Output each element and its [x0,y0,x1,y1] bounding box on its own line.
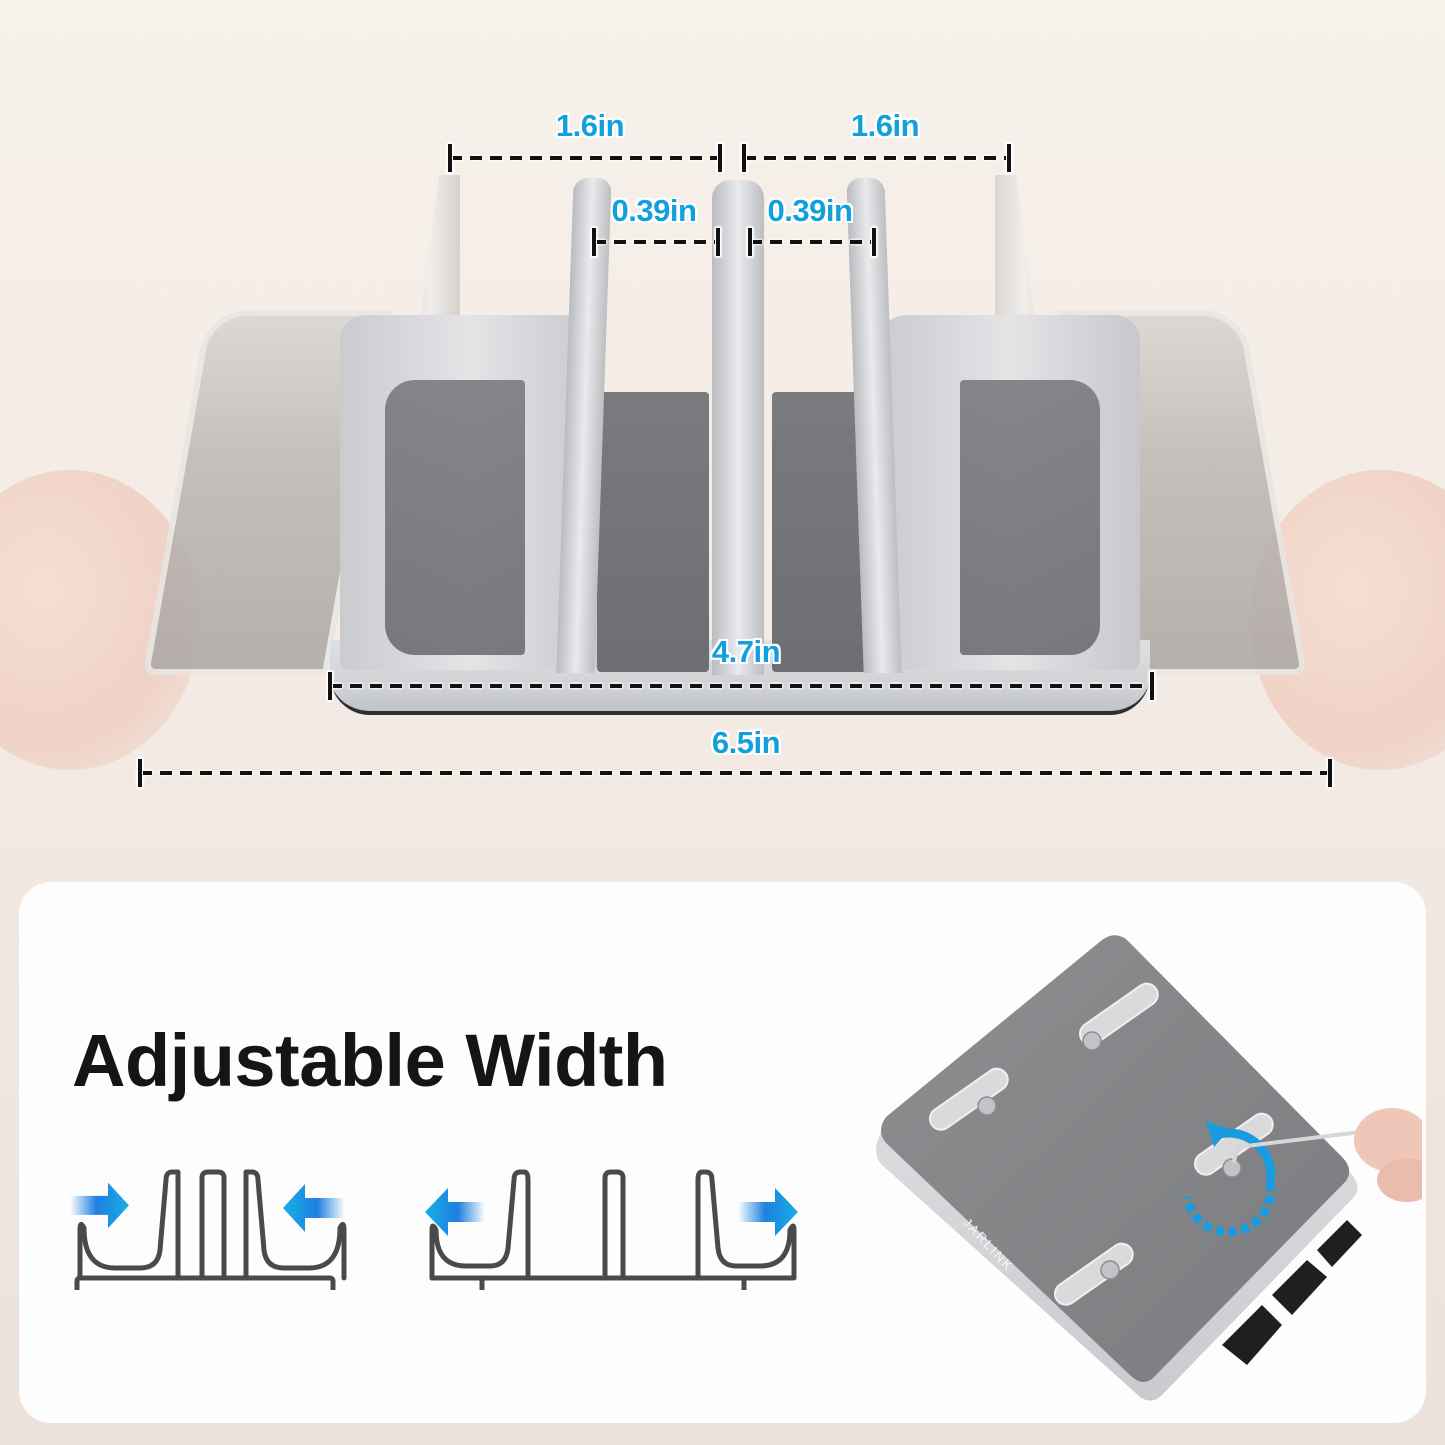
hex-key-icon [1232,1128,1379,1163]
dim-line-gap-right [748,228,876,256]
dim-label-base-width: 4.7in [711,634,781,669]
arrow-left-icon [425,1188,485,1236]
feature-title: Adjustable Width [72,1019,668,1102]
screw-slots [929,982,1274,1306]
fingers [1354,1108,1422,1172]
dim-label-gap-right: 0.39in [767,193,853,228]
wide-width-diagram [425,1169,798,1290]
narrow-width-diagram [70,1169,347,1290]
product-hero: 1.6in 1.6in 0.39in 0.39in 4.7in 6.5in [0,108,1445,787]
dim-label-slot-left: 1.6in [555,108,625,143]
dim-line-slot-left [448,144,722,172]
left-cradle-pad [385,380,525,655]
dim-label-gap-left: 0.39in [611,193,697,228]
center-left-slot-pad [597,392,709,672]
base-underside-photo: JARLINK [876,935,1422,1401]
arrow-right-icon [738,1188,798,1236]
center-fin [712,180,764,675]
arrow-left-icon [283,1184,345,1232]
right-cradle-pad [960,380,1100,655]
dim-line-slot-right [742,144,1011,172]
dim-line-max-width [138,759,1332,787]
dim-line-base-width [328,672,1154,700]
arrow-right-icon [70,1182,129,1229]
dim-label-slot-right: 1.6in [850,108,920,143]
dim-line-gap-left [592,228,720,256]
dim-label-max-width: 6.5in [711,725,781,760]
